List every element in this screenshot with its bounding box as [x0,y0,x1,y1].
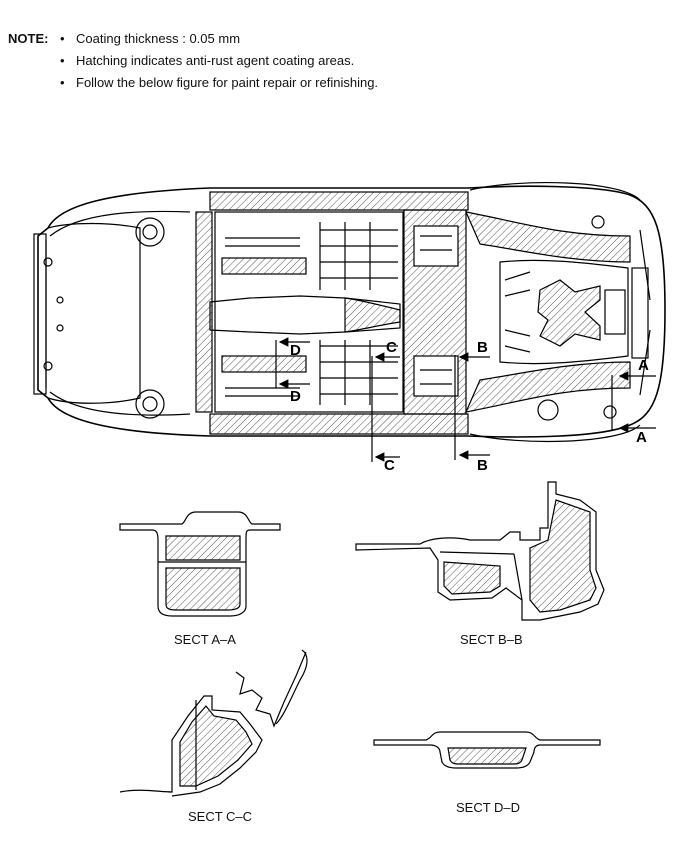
marker-b-bottom: B [477,457,488,474]
section-dd-drawing [373,731,601,769]
section-cut-lines [275,337,656,462]
section-aa-label: SECT A–A [174,632,236,647]
marker-a-bottom: A [636,429,647,446]
note-list: Coating thickness : 0.05 mm Hatching ind… [60,28,378,94]
note-item-thickness: Coating thickness : 0.05 mm [60,28,378,50]
section-markers: A A B B C C D D [290,339,649,474]
note-item-hatching: Hatching indicates anti-rust agent coati… [60,50,378,72]
marker-a-top: A [638,357,649,374]
section-aa-drawing [119,511,281,617]
section-bb-drawing [355,481,605,621]
section-cc-drawing [119,649,308,797]
marker-c-top: C [386,339,397,356]
note-item-repair: Follow the below figure for paint repair… [60,72,378,94]
section-cc-label: SECT C–C [188,809,253,824]
car-underbody [33,182,666,443]
section-dd-label: SECT D–D [456,800,521,815]
marker-d-top: D [290,342,301,359]
section-bb-label: SECT B–B [460,632,523,647]
marker-b-top: B [477,339,488,356]
marker-c-bottom: C [384,457,395,474]
marker-d-bottom: D [290,388,301,405]
note-label: NOTE: [8,31,49,46]
